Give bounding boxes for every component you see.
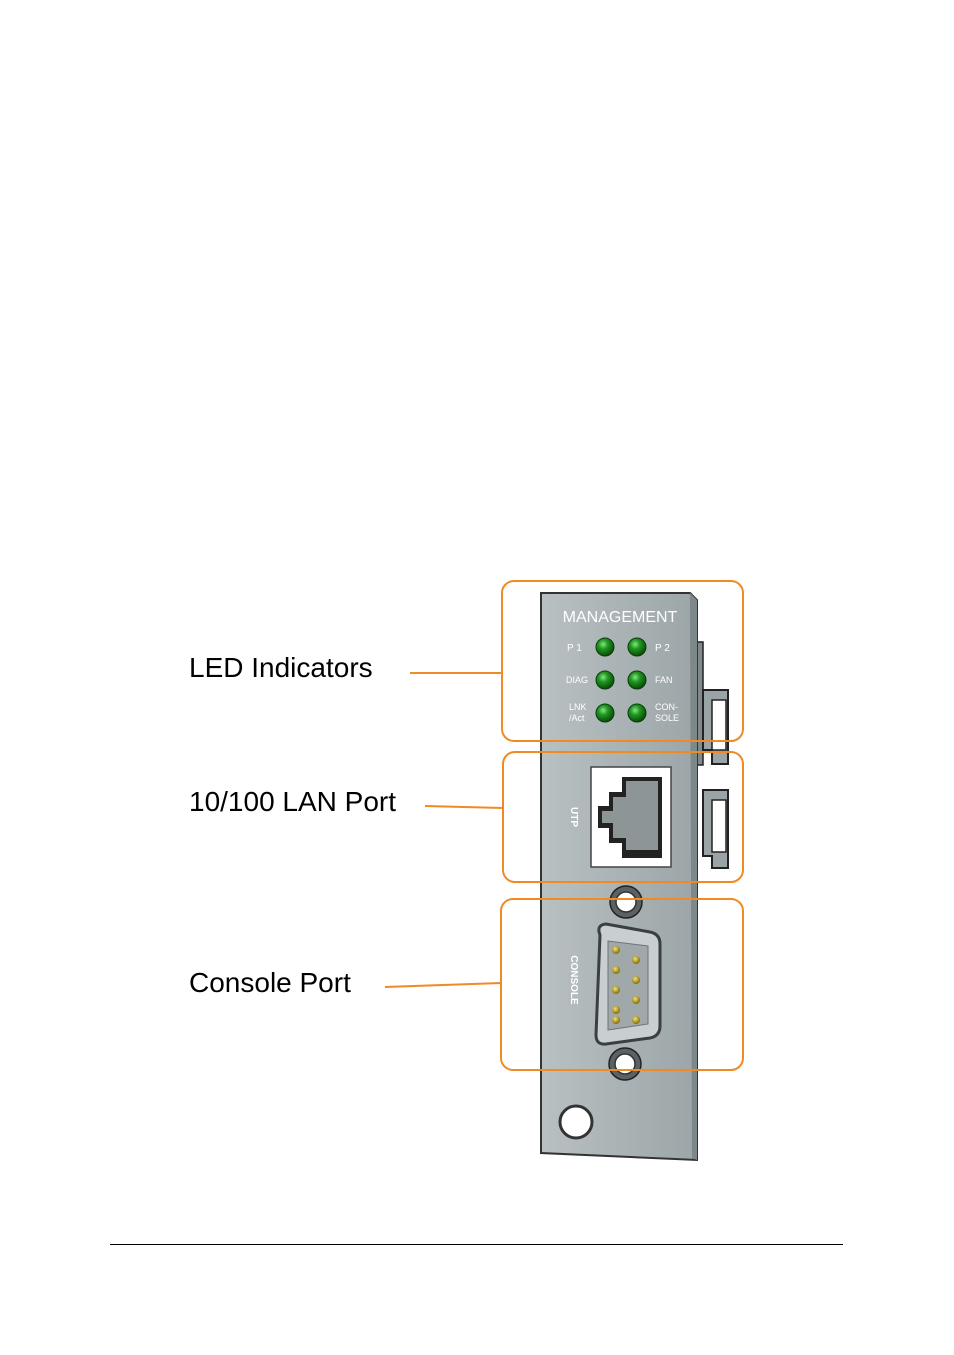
- led-label-p2: P 2: [655, 643, 670, 654]
- led-label-con-2: SOLE: [655, 713, 679, 723]
- pin-icon: [612, 1016, 620, 1024]
- led-diag: [596, 671, 614, 689]
- led-lnk-act: [596, 704, 614, 722]
- pin-icon: [612, 966, 620, 974]
- led-p2: [628, 638, 646, 656]
- pin-icon: [632, 956, 640, 964]
- pin-icon: [632, 996, 640, 1004]
- pin-icon: [612, 946, 620, 954]
- led-label-p1: P 1: [567, 643, 582, 654]
- led-label-lnk-2: /Act: [569, 713, 585, 723]
- utp-port: [591, 767, 671, 867]
- utp-label: UTP: [568, 807, 579, 827]
- leader-line-console: [385, 983, 501, 987]
- led-label-lnk-1: LNK: [569, 702, 587, 712]
- module-title: MANAGEMENT: [563, 609, 678, 626]
- led-label-fan: FAN: [655, 675, 673, 685]
- bottom-screw-icon: [609, 1048, 641, 1080]
- pin-icon: [632, 976, 640, 984]
- led-fan: [628, 671, 646, 689]
- led-p1: [596, 638, 614, 656]
- mounting-hole-icon: [560, 1106, 592, 1138]
- pin-icon: [612, 986, 620, 994]
- pin-icon: [612, 1006, 620, 1014]
- led-label-diag: DIAG: [566, 675, 588, 685]
- pin-icon: [632, 1016, 640, 1024]
- db9-console-port: [596, 924, 660, 1044]
- top-screw-icon: [610, 886, 642, 918]
- side-tabs: [697, 642, 728, 868]
- footer-rule: [110, 1244, 843, 1245]
- led-label-con-1: CON-: [655, 702, 678, 712]
- leader-line-lan: [425, 806, 503, 808]
- led-console: [628, 704, 646, 722]
- console-port-label: CONSOLE: [568, 955, 579, 1005]
